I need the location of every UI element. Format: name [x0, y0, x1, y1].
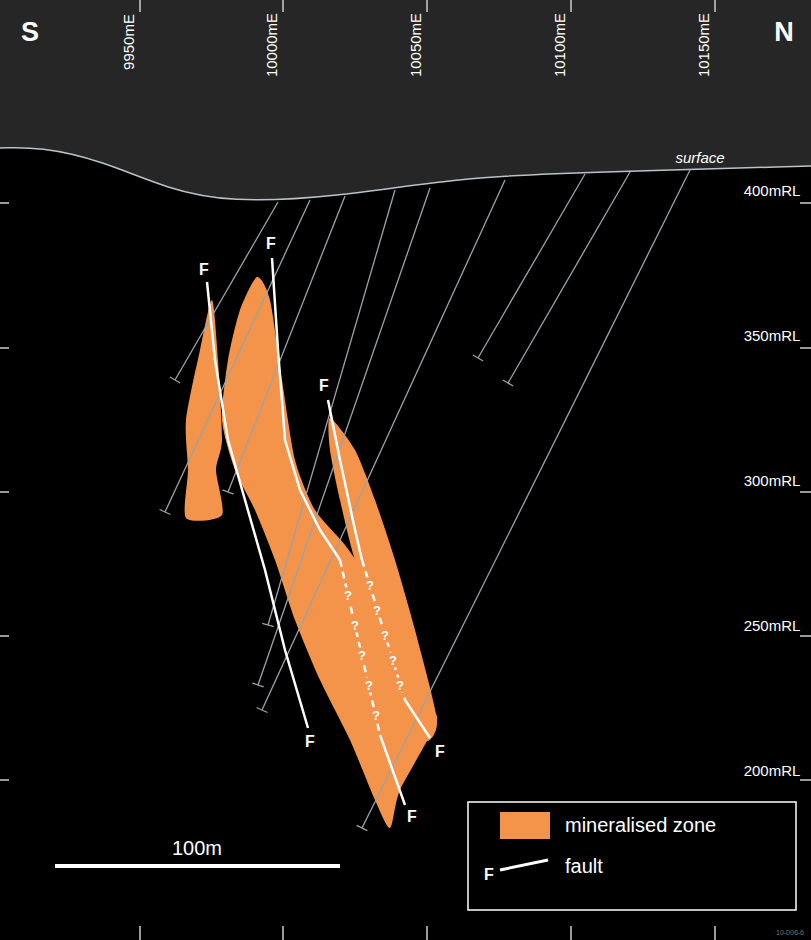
legend-text: fault: [565, 856, 603, 876]
query-mark: ?: [357, 648, 367, 663]
drill-hole: [262, 180, 505, 710]
grid-tick: [570, 926, 572, 940]
mineralised-zone: [185, 300, 223, 521]
easting-label: 9950mE: [121, 14, 136, 70]
grid-tick: [714, 0, 716, 12]
query-mark: ?: [364, 678, 374, 693]
mineralised-zone: [328, 418, 437, 741]
drill-hole: [165, 200, 310, 512]
drill-hole: [258, 188, 430, 685]
query-mark: ?: [350, 618, 360, 633]
legend-box: [468, 802, 796, 910]
fault-letter: F: [304, 733, 316, 751]
drill-hole: [478, 174, 585, 358]
hole-end-tick: [252, 683, 263, 687]
easting-label: 10100mE: [552, 13, 567, 77]
hole-end-tick: [262, 623, 274, 626]
grid-tick: [426, 926, 428, 940]
grid-tick: [800, 202, 811, 204]
fault-line: [362, 560, 405, 700]
fault-letter: F: [318, 377, 330, 395]
query-mark: ?: [372, 603, 382, 618]
rl-label: 300mRL: [744, 473, 801, 488]
easting-label: 10150mE: [696, 13, 711, 77]
legend-fault-sample: [500, 860, 548, 870]
query-mark: ?: [380, 628, 390, 643]
legend-text: mineralised zone: [565, 815, 716, 835]
surface-line: [0, 148, 811, 200]
query-mark: ?: [343, 588, 353, 603]
easting-label: 10050mE: [408, 13, 423, 77]
direction-letter: N: [774, 19, 794, 46]
hole-end-tick: [257, 707, 268, 712]
scale-bar: [55, 864, 340, 868]
fault-line: [380, 735, 405, 805]
query-mark: ?: [388, 653, 398, 668]
grid-tick: [800, 779, 811, 781]
grid-tick: [0, 635, 9, 637]
legend-swatch: [500, 812, 550, 839]
hole-end-tick: [222, 490, 233, 494]
grid-tick: [570, 0, 572, 12]
fault-line: [328, 400, 362, 560]
grid-tick: [0, 202, 9, 204]
rl-label: 350mRL: [744, 328, 801, 343]
grid-tick: [800, 635, 811, 637]
scale-label: 100m: [172, 838, 222, 858]
grid-tick: [0, 491, 9, 493]
query-mark: ?: [395, 678, 405, 693]
drawing-number: 10-006-6: [776, 929, 804, 936]
fault-letter: F: [198, 261, 210, 279]
hole-end-tick: [503, 380, 513, 386]
drill-hole: [508, 172, 630, 383]
grid-tick: [800, 491, 811, 493]
fault-letter: F: [406, 808, 418, 826]
fault-line: [405, 700, 430, 738]
grid-tick: [282, 926, 284, 940]
fault-letter: F: [265, 235, 277, 253]
grid-tick: [139, 0, 141, 12]
rl-label: 250mRL: [744, 618, 801, 633]
grid-tick: [714, 926, 716, 940]
rl-label: 400mRL: [744, 183, 801, 198]
grid-tick: [800, 347, 811, 349]
fault-letter: F: [434, 743, 446, 761]
fault-line: [207, 282, 308, 728]
grid-tick: [282, 0, 284, 12]
fault-letter: F: [483, 866, 495, 884]
grid-tick: [426, 0, 428, 12]
drill-hole: [362, 170, 690, 828]
hole-end-tick: [357, 825, 368, 830]
query-mark: ?: [371, 708, 381, 723]
fault-line: [340, 560, 380, 735]
mineralised-zone: [222, 277, 437, 828]
surface-label: surface: [675, 150, 724, 165]
direction-letter: S: [21, 19, 39, 46]
rl-label: 200mRL: [744, 763, 801, 778]
drill-hole: [175, 202, 278, 380]
hole-end-tick: [473, 355, 483, 361]
query-mark: ?: [365, 578, 375, 593]
grid-tick: [0, 779, 9, 781]
grid-tick: [0, 347, 9, 349]
hole-end-tick: [170, 377, 180, 383]
easting-label: 10000mE: [264, 13, 279, 77]
grid-tick: [139, 926, 141, 940]
hole-end-tick: [160, 509, 171, 514]
